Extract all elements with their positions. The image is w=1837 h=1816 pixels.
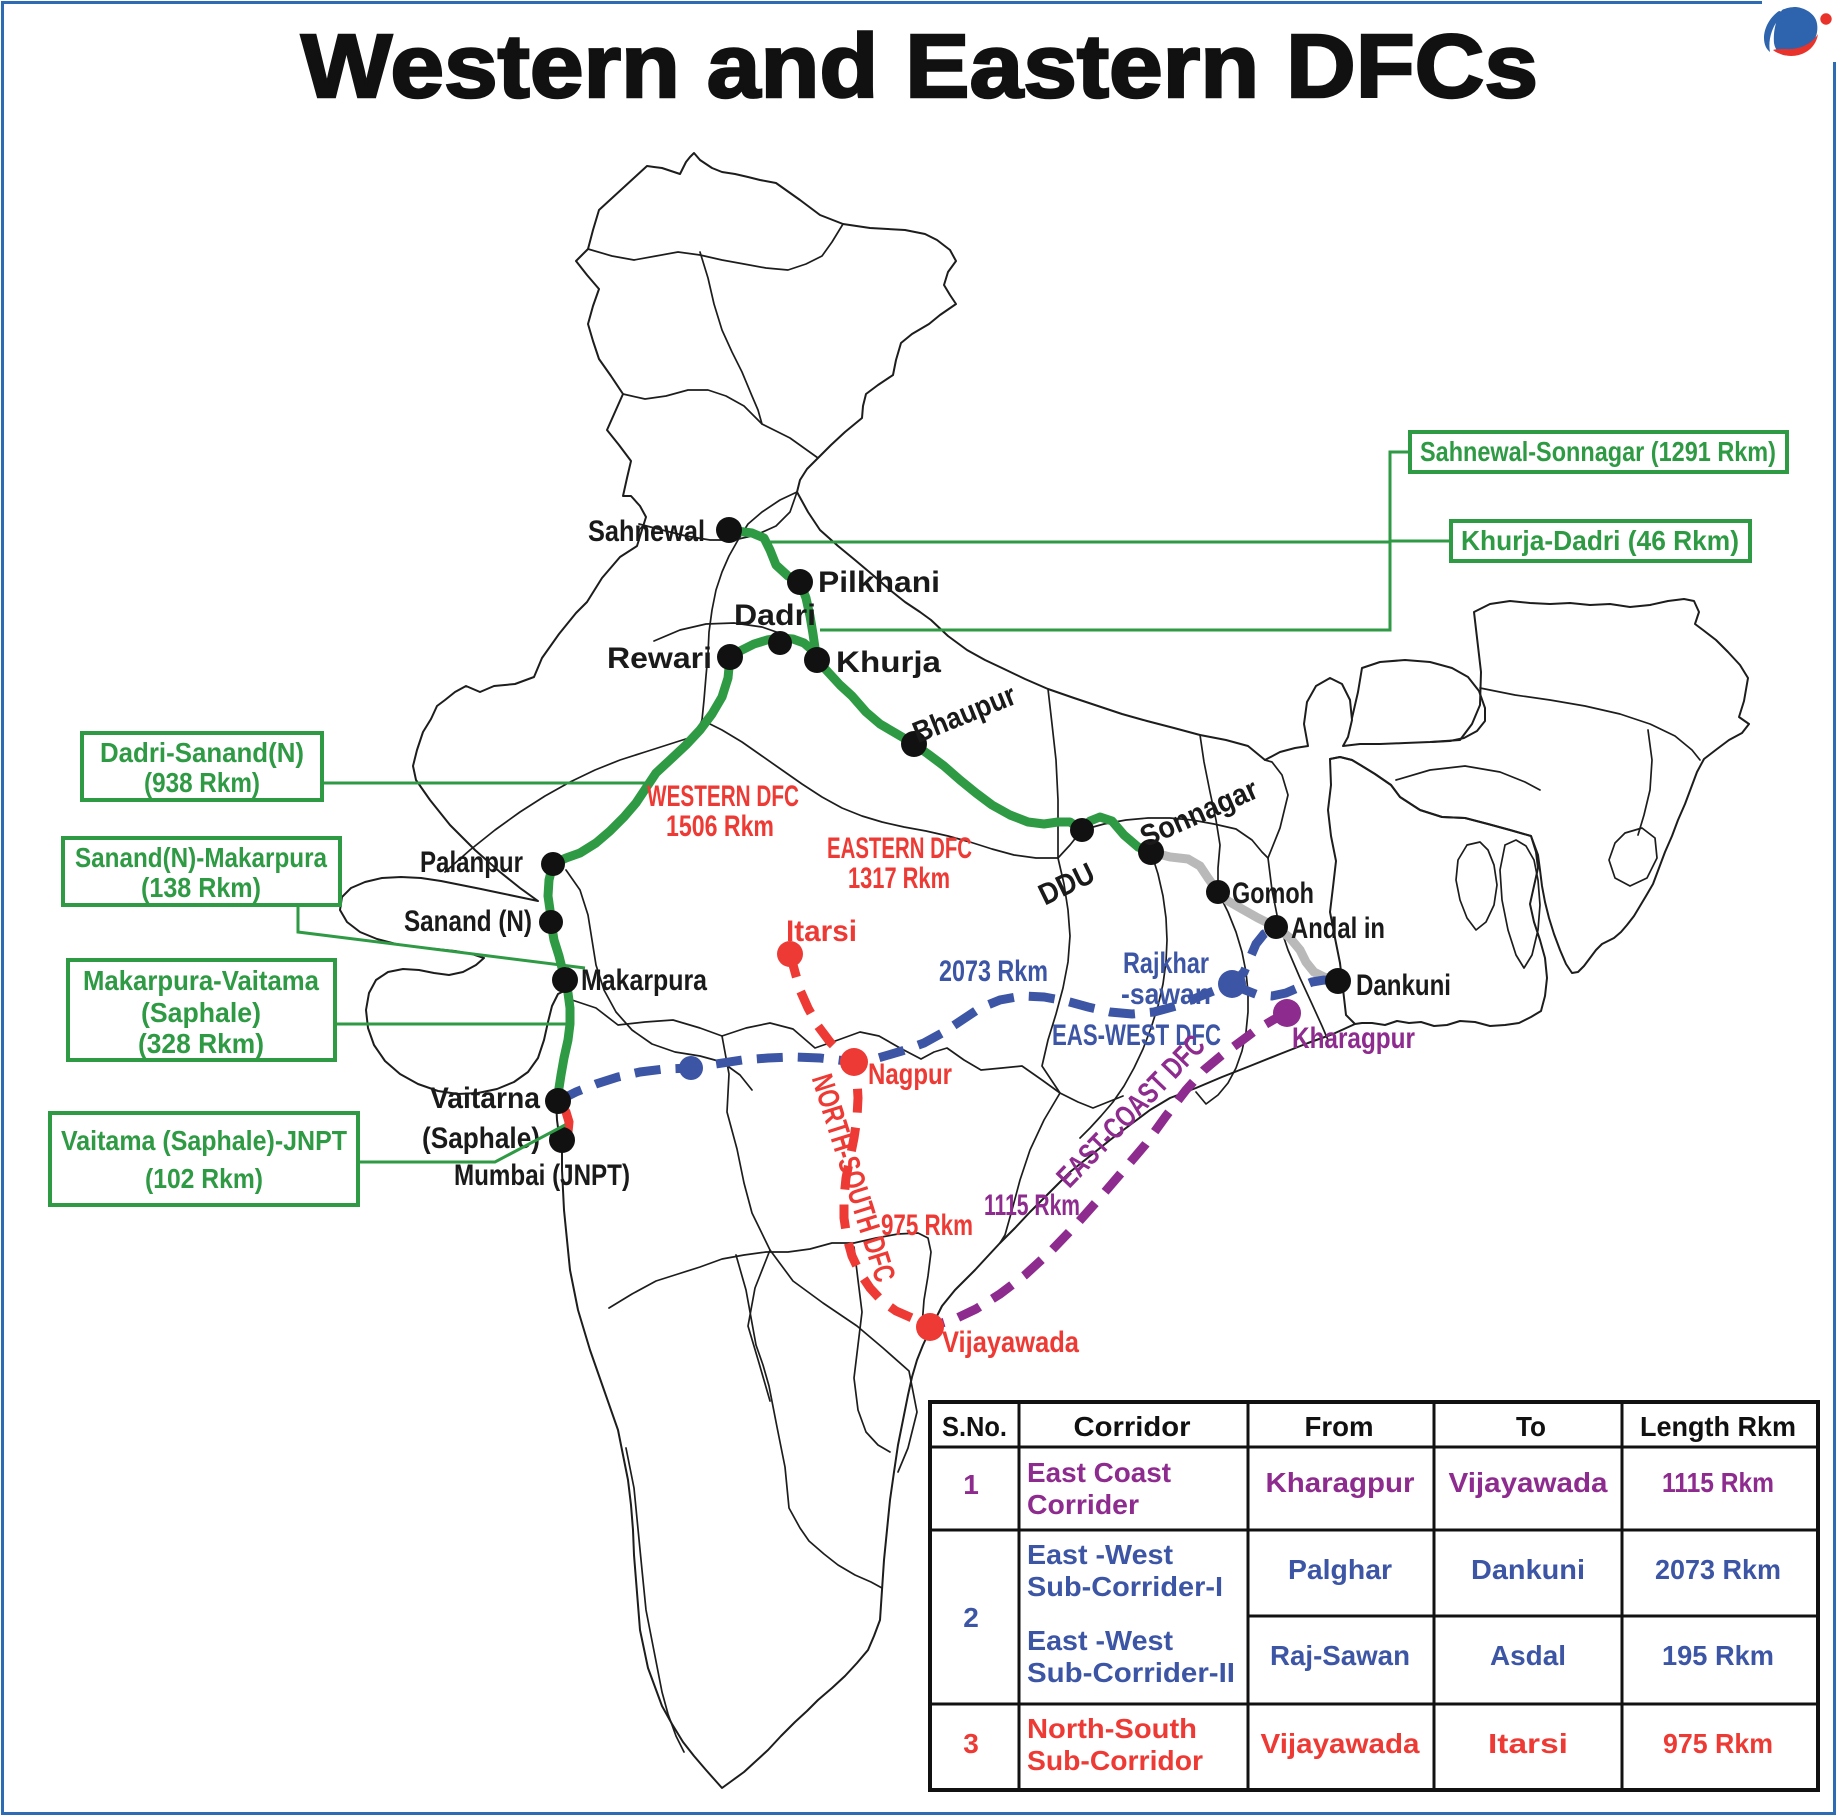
- svg-text:Dankuni: Dankuni: [1356, 969, 1451, 1002]
- svg-text:(328 Rkm): (328 Rkm): [138, 1028, 264, 1059]
- svg-text:Sub-Corrider-II: Sub-Corrider-II: [1027, 1657, 1235, 1688]
- svg-text:Dadri: Dadri: [734, 599, 816, 632]
- svg-text:Length Rkm: Length Rkm: [1640, 1411, 1796, 1442]
- svg-text:Itarsi: Itarsi: [1488, 1728, 1568, 1759]
- svg-text:Vijayawada: Vijayawada: [1261, 1728, 1420, 1759]
- svg-text:Khurja-Dadri (46 Rkm): Khurja-Dadri (46 Rkm): [1461, 525, 1739, 556]
- svg-text:Itarsi: Itarsi: [786, 915, 857, 948]
- svg-text:Vijayawada: Vijayawada: [942, 1326, 1079, 1359]
- svg-text:Andal in: Andal in: [1291, 912, 1385, 945]
- svg-text:(138 Rkm): (138 Rkm): [141, 872, 261, 903]
- svg-text:1: 1: [963, 1469, 979, 1500]
- svg-text:Asdal: Asdal: [1490, 1640, 1566, 1671]
- svg-text:(102 Rkm): (102 Rkm): [145, 1163, 263, 1194]
- svg-text:Dankuni: Dankuni: [1471, 1554, 1585, 1585]
- svg-text:Makarpura: Makarpura: [581, 964, 707, 997]
- svg-text:-sawan: -sawan: [1121, 978, 1211, 1011]
- svg-text:1115 Rkm: 1115 Rkm: [1662, 1467, 1774, 1498]
- svg-text:Western and Eastern DFCs: Western and Eastern DFCs: [301, 17, 1538, 117]
- svg-text:Raj-Sawan: Raj-Sawan: [1270, 1640, 1410, 1671]
- svg-text:(Saphale): (Saphale): [141, 997, 261, 1028]
- svg-text:North-South: North-South: [1027, 1713, 1197, 1744]
- svg-text:Corridor: Corridor: [1074, 1411, 1191, 1442]
- svg-text:975 Rkm: 975 Rkm: [881, 1209, 973, 1242]
- svg-text:From: From: [1305, 1411, 1374, 1442]
- svg-text:East Coast: East Coast: [1027, 1457, 1171, 1488]
- svg-text:Kharagpur: Kharagpur: [1266, 1467, 1415, 1498]
- svg-text:Corrider: Corrider: [1027, 1489, 1139, 1520]
- svg-text:Khurja: Khurja: [836, 646, 941, 679]
- svg-text:Vaitarna: Vaitarna: [430, 1082, 540, 1115]
- svg-text:Sanand (N): Sanand (N): [404, 905, 532, 938]
- svg-text:1506 Rkm: 1506 Rkm: [666, 810, 774, 843]
- svg-text:Dadri-Sanand(N): Dadri-Sanand(N): [100, 737, 304, 768]
- svg-text:Vijayawada: Vijayawada: [1449, 1467, 1608, 1498]
- svg-text:Sub-Corridor: Sub-Corridor: [1027, 1745, 1203, 1776]
- svg-text:S.No.: S.No.: [942, 1411, 1007, 1442]
- svg-text:Rajkhar: Rajkhar: [1123, 947, 1209, 980]
- svg-text:Rewari: Rewari: [607, 642, 712, 675]
- svg-text:Kharagpur: Kharagpur: [1292, 1022, 1415, 1055]
- svg-text:3: 3: [963, 1728, 979, 1759]
- svg-text:Vaitama (Saphale)-JNPT: Vaitama (Saphale)-JNPT: [61, 1125, 347, 1156]
- svg-text:East -West: East -West: [1027, 1625, 1173, 1656]
- svg-text:To: To: [1516, 1411, 1546, 1442]
- svg-text:195 Rkm: 195 Rkm: [1662, 1640, 1774, 1671]
- svg-text:Sub-Corrider-I: Sub-Corrider-I: [1027, 1571, 1223, 1602]
- svg-text:Pilkhani: Pilkhani: [818, 566, 940, 599]
- svg-text:Sahnewal: Sahnewal: [588, 515, 705, 548]
- svg-text:Gomoh: Gomoh: [1232, 877, 1314, 910]
- svg-text:Sahnewal-Sonnagar (1291 Rkm): Sahnewal-Sonnagar (1291 Rkm): [1420, 436, 1776, 467]
- svg-text:2: 2: [963, 1602, 979, 1633]
- svg-text:2073 Rkm: 2073 Rkm: [1655, 1554, 1781, 1585]
- svg-text:1115 Rkm: 1115 Rkm: [984, 1189, 1080, 1222]
- svg-text:Sanand(N)-Makarpura: Sanand(N)-Makarpura: [75, 842, 327, 873]
- svg-text:WESTERN DFC: WESTERN DFC: [647, 780, 799, 813]
- svg-text:East -West: East -West: [1027, 1539, 1173, 1570]
- svg-text:EAS-WEST DFC: EAS-WEST DFC: [1052, 1019, 1221, 1052]
- svg-text:2073 Rkm: 2073 Rkm: [939, 955, 1048, 988]
- svg-text:Mumbai (JNPT): Mumbai (JNPT): [454, 1159, 630, 1192]
- svg-text:Makarpura-Vaitama: Makarpura-Vaitama: [83, 965, 319, 996]
- svg-text:975 Rkm: 975 Rkm: [1663, 1728, 1773, 1759]
- svg-text:Nagpur: Nagpur: [868, 1058, 952, 1091]
- svg-text:(938 Rkm): (938 Rkm): [144, 767, 260, 798]
- svg-text:1317 Rkm: 1317 Rkm: [848, 862, 950, 895]
- svg-text:Palghar: Palghar: [1288, 1554, 1392, 1585]
- svg-text:(Saphale): (Saphale): [422, 1122, 540, 1155]
- svg-text:Palanpur: Palanpur: [420, 846, 523, 879]
- svg-text:EASTERN DFC: EASTERN DFC: [827, 832, 972, 865]
